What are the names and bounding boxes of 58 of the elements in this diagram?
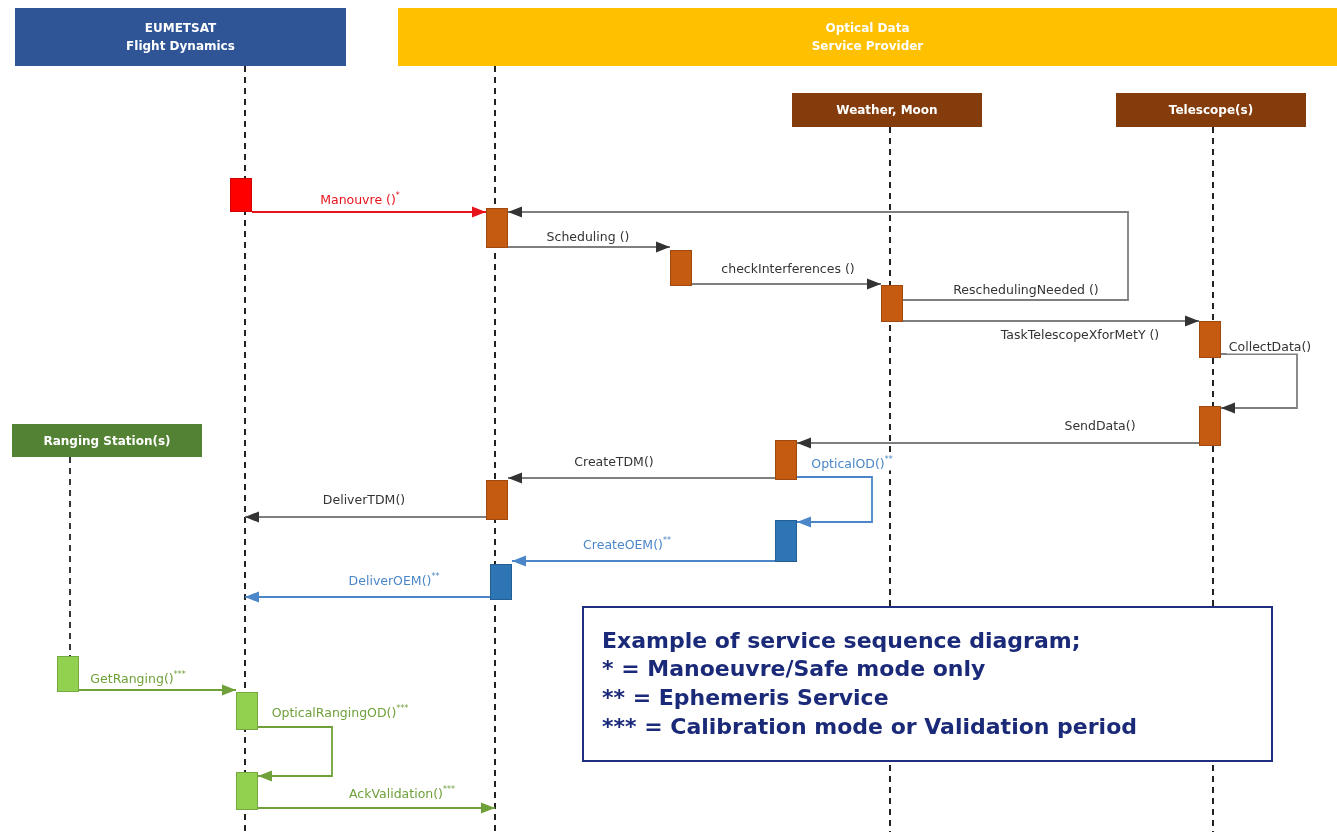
message-label: TaskTelescopeXforMetY () xyxy=(998,326,1162,342)
note-text: *** = Calibration mode or Validation period xyxy=(602,712,1138,741)
activation-bar xyxy=(1199,321,1221,358)
activation-bar xyxy=(230,178,252,212)
message-label: CreateTDM() xyxy=(572,453,656,469)
message-label: SendData() xyxy=(1062,417,1138,433)
lifeline-header xyxy=(398,8,1337,66)
lifeline-header xyxy=(1116,93,1306,127)
activation-bar xyxy=(670,250,692,286)
header-label: Ranging Station(s) xyxy=(43,432,171,450)
message-arrow xyxy=(257,726,333,782)
lifeline-header xyxy=(792,93,982,127)
message-arrow xyxy=(691,278,882,290)
activation-bar xyxy=(775,440,797,480)
message-label: OpticalRangingOD()$^{***}$ xyxy=(269,704,411,720)
note-text: ** = Ephemeris Service xyxy=(602,684,889,712)
activation-bar xyxy=(881,285,903,322)
header-label: Telescope(s) xyxy=(1168,102,1254,119)
activation-bar xyxy=(775,520,797,562)
message-label: Scheduling () xyxy=(544,228,632,244)
message-arrow xyxy=(507,472,776,484)
lifeline-header xyxy=(15,8,346,66)
message-label: GetRanging()$^{***}$ xyxy=(88,670,188,686)
note-text: Example of service sequence diagram; xyxy=(602,626,1081,655)
header-label: Optical Data Service Provider xyxy=(811,20,924,55)
message-arrow xyxy=(511,555,776,567)
activation-bar xyxy=(486,480,508,520)
activation-bar xyxy=(57,656,79,692)
message-label: DeliverOEM()$^{**}$ xyxy=(346,572,442,588)
activation-bar xyxy=(490,564,512,600)
message-arrow xyxy=(796,437,1200,449)
activation-bar xyxy=(236,772,258,810)
message-arrow xyxy=(244,591,491,603)
lifeline-header xyxy=(12,424,202,457)
note-text: * = Manoeuvre/Safe mode only xyxy=(602,655,986,684)
note-box xyxy=(582,606,1273,762)
message-arrow xyxy=(507,206,1129,301)
activation-bar xyxy=(236,692,258,730)
activation-bar xyxy=(1199,406,1221,446)
message-label: ReschedulingNeeded () xyxy=(951,281,1101,297)
message-label: OpticalOD()$^{**}$ xyxy=(809,455,895,471)
message-label: DeliverTDM() xyxy=(320,491,408,507)
header-label: EUMETSAT Flight Dynamics xyxy=(125,20,236,55)
message-label: CreateOEM()$^{**}$ xyxy=(581,536,673,552)
message-arrow xyxy=(251,206,487,218)
activation-bar xyxy=(486,208,508,248)
message-arrow xyxy=(78,684,237,696)
message-arrow xyxy=(796,476,873,528)
message-arrow xyxy=(257,802,496,814)
message-label: checkInterferences () xyxy=(719,260,857,276)
message-arrow xyxy=(244,511,487,523)
message-label: CollectData() xyxy=(1226,338,1314,354)
message-arrow xyxy=(1220,353,1298,414)
message-arrow xyxy=(902,315,1200,327)
message-label: Manouvre ()$^{*}$ xyxy=(318,191,402,207)
header-label: Weather, Moon xyxy=(836,102,938,119)
message-label: AckValidation()$^{***}$ xyxy=(347,785,457,801)
message-arrow xyxy=(507,241,671,253)
